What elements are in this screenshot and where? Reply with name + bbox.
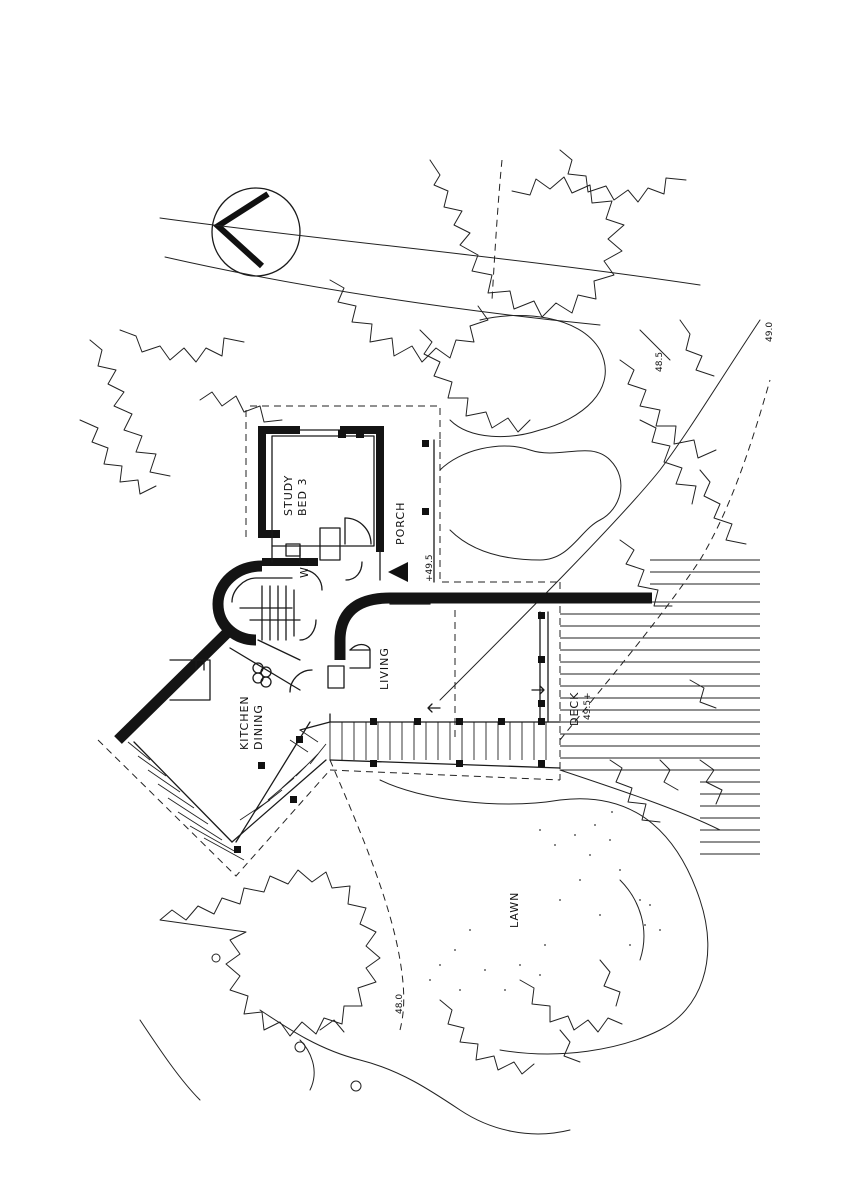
label-porch: PORCH [394, 502, 407, 545]
label-bed3: BED 3 [296, 478, 309, 516]
label-wc: WC [298, 557, 311, 578]
label-living: LIVING [378, 647, 391, 690]
label-dining: DINING [252, 704, 265, 750]
tree-canopy-outlines [79, 149, 747, 607]
interior-lines [133, 435, 561, 843]
house-walls [114, 426, 652, 744]
level-labels: +49.5 49.5+ 48.5 49.0 48.0 [395, 322, 775, 1014]
direction-arrow-icons [427, 685, 545, 713]
north-arrow-icon [211, 187, 301, 277]
contour-lines [329, 319, 771, 1055]
label-deck: DECK [568, 692, 581, 726]
label-study: STUDY [282, 475, 295, 516]
kitchen-terrace-hatch [127, 729, 327, 861]
terrace-hatch [329, 722, 547, 760]
label-porch-level: +49.5 [425, 554, 435, 582]
house-dashed-outline [97, 405, 561, 877]
landscape-outlines [139, 679, 723, 1135]
lawn-stipple [429, 811, 661, 991]
label-deck-level: 49.5+ [583, 692, 593, 720]
deck-boards [560, 559, 760, 855]
label-contour-49-0: 49.0 [765, 322, 775, 342]
room-labels: STUDY BED 3 PORCH WC LIVING KITCHEN DINI… [238, 475, 581, 928]
entry-arrow-icon [388, 562, 408, 582]
label-lawn: LAWN [508, 892, 521, 928]
label-contour-48-0: 48.0 [395, 994, 405, 1014]
site-boundary-lines [159, 159, 701, 326]
label-contour-48-5: 48.5 [655, 352, 665, 372]
structural-posts [234, 430, 545, 853]
label-kitchen: KITCHEN [238, 695, 251, 750]
